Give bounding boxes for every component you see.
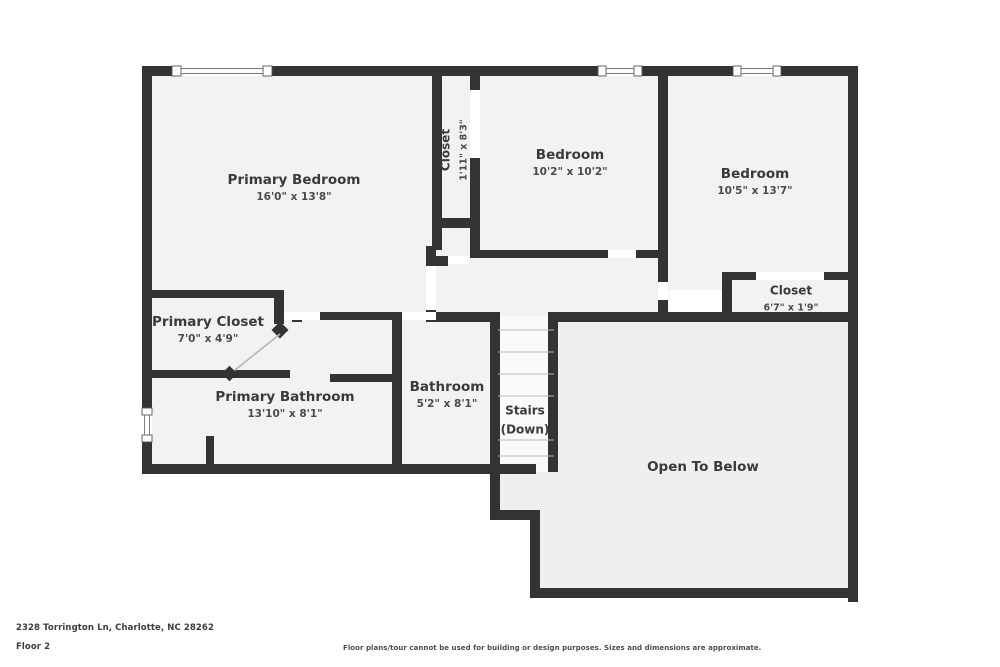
disclaimer-text: Floor plans/tour cannot be used for buil… bbox=[343, 644, 762, 652]
room-label-primary-bedroom: Primary Bedroom bbox=[228, 172, 361, 188]
door-leaf-end bbox=[221, 365, 238, 382]
door-bedroom-3 bbox=[658, 282, 668, 300]
wall-closet3-top-left bbox=[722, 272, 756, 280]
room-label-bedroom-3: Bedroom bbox=[721, 166, 789, 182]
room-label-closet-bedroom-3: Closet bbox=[770, 284, 812, 298]
wall-open-below-top bbox=[548, 312, 854, 322]
wall-bedroom2-bedroom3-divider bbox=[658, 70, 668, 260]
wall-exterior-bottom-right bbox=[530, 588, 858, 598]
bedroom-3-floor bbox=[660, 70, 850, 290]
wall-exterior-bottom-left bbox=[142, 464, 400, 474]
room-dim-closet-bedroom-3: 6'7" x 1'9" bbox=[764, 303, 819, 314]
room-label-primary-bathroom: Primary Bathroom bbox=[215, 389, 354, 405]
door-vestibule bbox=[448, 256, 470, 264]
room-label-stairs: Stairs bbox=[505, 404, 545, 418]
primary-bathroom-floor bbox=[148, 368, 398, 472]
room-dim-bedroom-2: 10'2" x 10'2" bbox=[532, 166, 607, 178]
door-closet-bedroom-3 bbox=[756, 272, 824, 280]
room-dim-primary-closet: 7'0" x 4'9" bbox=[178, 333, 239, 345]
room-label-closet-hall: Closet bbox=[439, 129, 453, 171]
room-dim-primary-bathroom: 13'10" x 8'1" bbox=[247, 408, 322, 420]
wall-step-horizontal bbox=[490, 510, 540, 520]
wall-primary-bath-interior-divider bbox=[330, 374, 396, 382]
room-dim-closet-hall: 1'11" x 8'3" bbox=[459, 119, 470, 181]
room-dim-primary-bedroom: 16'0" x 13'8" bbox=[256, 191, 331, 203]
wall-exterior-bottom-bath bbox=[390, 464, 500, 474]
wall-hallway-bottom-primarybath bbox=[320, 312, 402, 320]
wall-closet-right-bottom bbox=[470, 158, 480, 250]
bedroom-2-floor bbox=[476, 70, 666, 260]
door-swing-primary-closet bbox=[221, 321, 289, 382]
walls bbox=[142, 66, 858, 602]
window-bedroom-2 bbox=[597, 65, 643, 77]
room-dim-bathroom: 5'2" x 8'1" bbox=[417, 398, 478, 410]
room-label-bathroom: Bathroom bbox=[410, 379, 485, 395]
wall-step-vertical bbox=[530, 510, 540, 598]
room-dim-bedroom-3: 10'5" x 13'7" bbox=[717, 185, 792, 197]
wall-bedroom3-left-lower bbox=[658, 258, 668, 282]
wall-stair-step-left bbox=[490, 464, 500, 520]
wall-bottom-stair-ledge bbox=[490, 464, 536, 474]
property-address: 2328 Torrington Ln, Charlotte, NC 28262 bbox=[16, 623, 214, 633]
wall-closet3-top-right bbox=[824, 272, 852, 280]
door-bedroom-2 bbox=[608, 250, 636, 258]
wall-vestibule-bottom bbox=[432, 256, 448, 266]
wall-bedroom3-left-bottom bbox=[658, 300, 668, 320]
windows bbox=[141, 65, 782, 443]
window-bedroom-3 bbox=[732, 65, 782, 77]
stairs-floor bbox=[496, 316, 554, 472]
primary-bathroom-floor-upper bbox=[282, 316, 398, 376]
door-hinge bbox=[271, 321, 289, 339]
stair-treads bbox=[498, 329, 554, 457]
window-primary-bedroom bbox=[171, 65, 273, 77]
wall-primary-closet-bottom bbox=[152, 370, 290, 378]
window-primary-bathroom bbox=[141, 407, 153, 443]
door-primary-bedroom bbox=[426, 266, 436, 310]
wall-exterior-right-lower bbox=[848, 316, 858, 602]
closet-bedroom-3-floor bbox=[726, 276, 852, 316]
wall-exterior-right-upper bbox=[848, 66, 858, 316]
door-swing-line bbox=[229, 333, 281, 375]
room-label-open-to-below: Open To Below bbox=[647, 459, 759, 475]
wall-bathroom-left bbox=[392, 316, 402, 472]
wall-stairs-right bbox=[548, 316, 558, 472]
wall-exterior-top-left bbox=[142, 66, 436, 76]
floor-label: Floor 2 bbox=[16, 642, 51, 652]
door-bathroom bbox=[402, 312, 436, 320]
wall-bedroom2-bottom-left bbox=[470, 250, 608, 258]
door-primary-closet bbox=[284, 312, 320, 320]
wall-bedroom2-bottom-right bbox=[636, 250, 668, 258]
wall-hallway-bottom-left bbox=[436, 312, 500, 322]
wall-exterior-top-mid bbox=[436, 66, 666, 76]
room-label-stairs-direction: (Down) bbox=[501, 423, 550, 437]
room-label-primary-closet: Primary Closet bbox=[152, 314, 265, 330]
room-label-bedroom-2: Bedroom bbox=[536, 147, 604, 163]
primary-bedroom-floor bbox=[148, 70, 436, 320]
open-to-below-floor bbox=[496, 316, 852, 598]
wall-primary-bath-stub-b bbox=[206, 436, 214, 468]
hallway-floor bbox=[434, 250, 669, 320]
wall-closet-right-top bbox=[470, 70, 480, 90]
door-openings bbox=[284, 90, 824, 320]
wall-bathroom-right bbox=[490, 316, 500, 472]
wall-closet-left bbox=[432, 70, 442, 250]
wall-primary-closet-top bbox=[152, 290, 282, 298]
bathroom-floor bbox=[398, 316, 496, 472]
wall-closet3-left bbox=[722, 272, 732, 320]
wall-exterior-left-upper bbox=[142, 66, 152, 294]
primary-closet-floor bbox=[152, 294, 282, 374]
wall-exterior-left-mid bbox=[142, 294, 152, 408]
wall-exterior-left-lower bbox=[142, 440, 152, 474]
door-closet-hall bbox=[470, 90, 480, 158]
wall-primary-bedroom-right-nub bbox=[426, 246, 436, 258]
wall-primary-closet-right-upper bbox=[274, 290, 284, 324]
room-labels: Primary Bedroom 16'0" x 13'8" Closet 1'1… bbox=[152, 119, 818, 475]
wall-closet-bottom bbox=[432, 218, 480, 228]
footer: 2328 Torrington Ln, Charlotte, NC 28262 … bbox=[0, 611, 1000, 667]
